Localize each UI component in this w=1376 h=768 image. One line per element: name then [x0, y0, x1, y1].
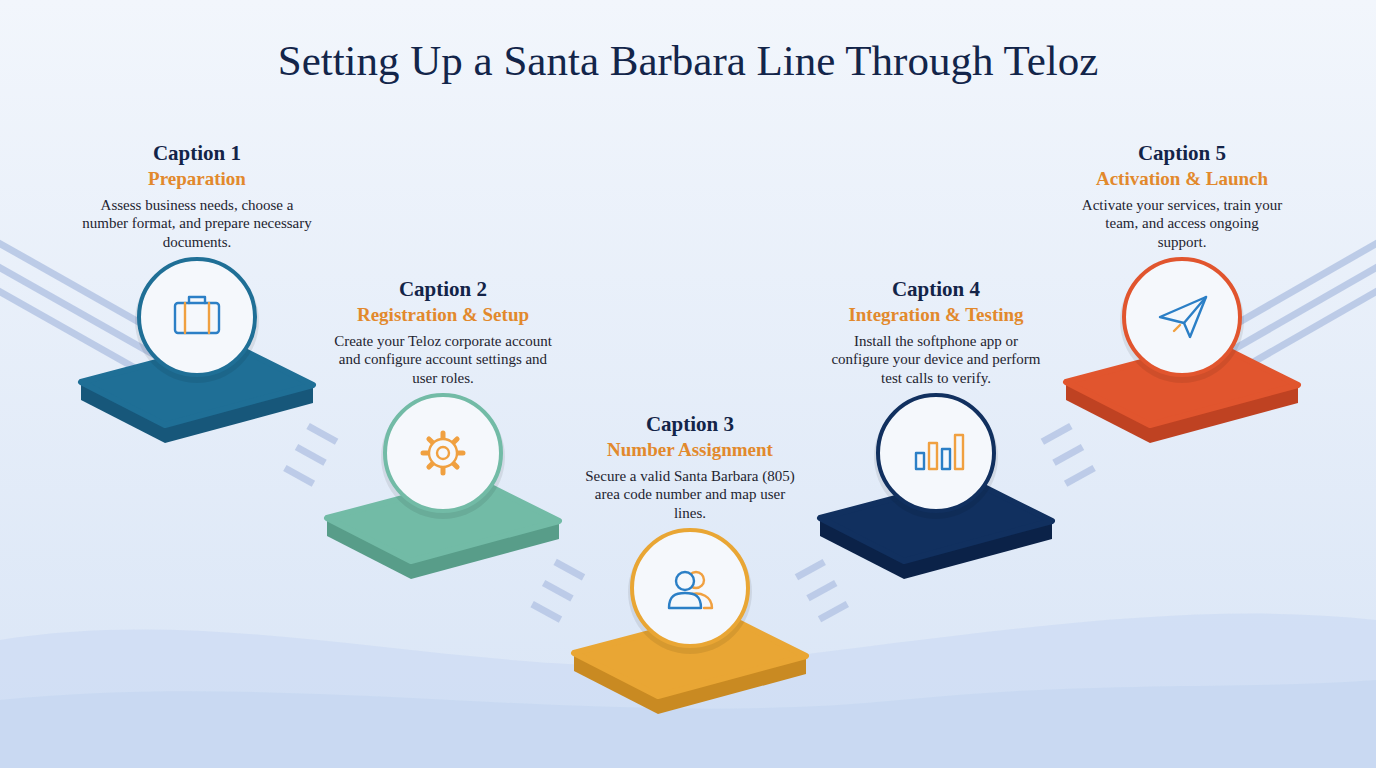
circle-shadow — [628, 530, 752, 654]
stripe-line — [1042, 426, 1071, 442]
stripe-line — [820, 604, 848, 619]
step-icon — [175, 297, 219, 333]
circle-shadow — [1120, 259, 1244, 383]
step-description: Install the softphone app or configure y… — [830, 332, 1042, 387]
icon-circle — [632, 530, 748, 646]
stripe-line — [285, 468, 314, 484]
stripe-line — [1066, 468, 1095, 484]
stripe-line — [308, 426, 337, 442]
stripe-line — [532, 604, 560, 620]
diagram-title: Setting Up a Santa Barbara Line Through … — [0, 36, 1376, 85]
step-description: Assess business needs, choose a number f… — [77, 196, 317, 251]
stripe-line — [296, 447, 325, 463]
step-platform: Caption 3Number AssignmentSecure a valid… — [572, 528, 808, 718]
step-text: Caption 4Integration & TestingInstall th… — [830, 276, 1042, 387]
icon-circle — [1124, 259, 1240, 375]
stripe-line — [808, 583, 836, 598]
icon-circle — [385, 395, 501, 511]
stripe-line — [796, 562, 824, 577]
step-icon — [1160, 297, 1206, 337]
stripe-line — [1054, 447, 1083, 463]
platform-shape — [572, 528, 808, 718]
step-text: Caption 5Activation & LaunchActivate you… — [1080, 140, 1285, 251]
circle-shadow — [135, 259, 259, 383]
step-heading: Registration & Setup — [332, 302, 554, 328]
platform-shape — [818, 393, 1054, 583]
step-platform: Caption 2Registration & SetupCreate your… — [325, 393, 561, 583]
stripe-lead — [0, 238, 1376, 403]
step-platform: Caption 1PreparationAssess business need… — [79, 257, 315, 447]
step-text: Caption 3Number AssignmentSecure a valid… — [583, 411, 798, 522]
step-description: Activate your services, train your team,… — [1080, 196, 1285, 251]
circle-shadow — [874, 395, 998, 519]
stripe-connector — [796, 562, 847, 619]
stripe-connector — [1042, 426, 1094, 484]
stripe-line — [544, 583, 572, 599]
platform-shape — [79, 257, 315, 447]
step-heading: Integration & Testing — [830, 302, 1042, 328]
step-text: Caption 1PreparationAssess business need… — [77, 140, 317, 251]
step-icon — [423, 433, 463, 473]
circle-shadow — [381, 395, 505, 519]
step-icon — [916, 435, 963, 469]
step-heading: Activation & Launch — [1080, 166, 1285, 192]
step-description: Create your Teloz corporate account and … — [332, 332, 554, 387]
platform-shape — [1064, 257, 1300, 447]
caption-number: Caption 3 — [583, 411, 798, 437]
icon-circle — [139, 259, 255, 375]
step-icon — [669, 572, 712, 608]
step-heading: Number Assignment — [583, 437, 798, 463]
step-platform: Caption 5Activation & LaunchActivate you… — [1064, 257, 1300, 447]
caption-number: Caption 1 — [77, 140, 317, 166]
step-description: Secure a valid Santa Barbara (805) area … — [583, 467, 798, 522]
step-heading: Preparation — [77, 166, 317, 192]
platform-shape — [325, 393, 561, 583]
stripe-line — [555, 562, 583, 578]
caption-number: Caption 2 — [332, 276, 554, 302]
step-platform: Caption 4Integration & TestingInstall th… — [818, 393, 1054, 583]
step-text: Caption 2Registration & SetupCreate your… — [332, 276, 554, 387]
caption-number: Caption 4 — [830, 276, 1042, 302]
stripe-connector — [532, 562, 583, 620]
stripe-connector — [285, 426, 337, 484]
icon-circle — [878, 395, 994, 511]
caption-number: Caption 5 — [1080, 140, 1285, 166]
